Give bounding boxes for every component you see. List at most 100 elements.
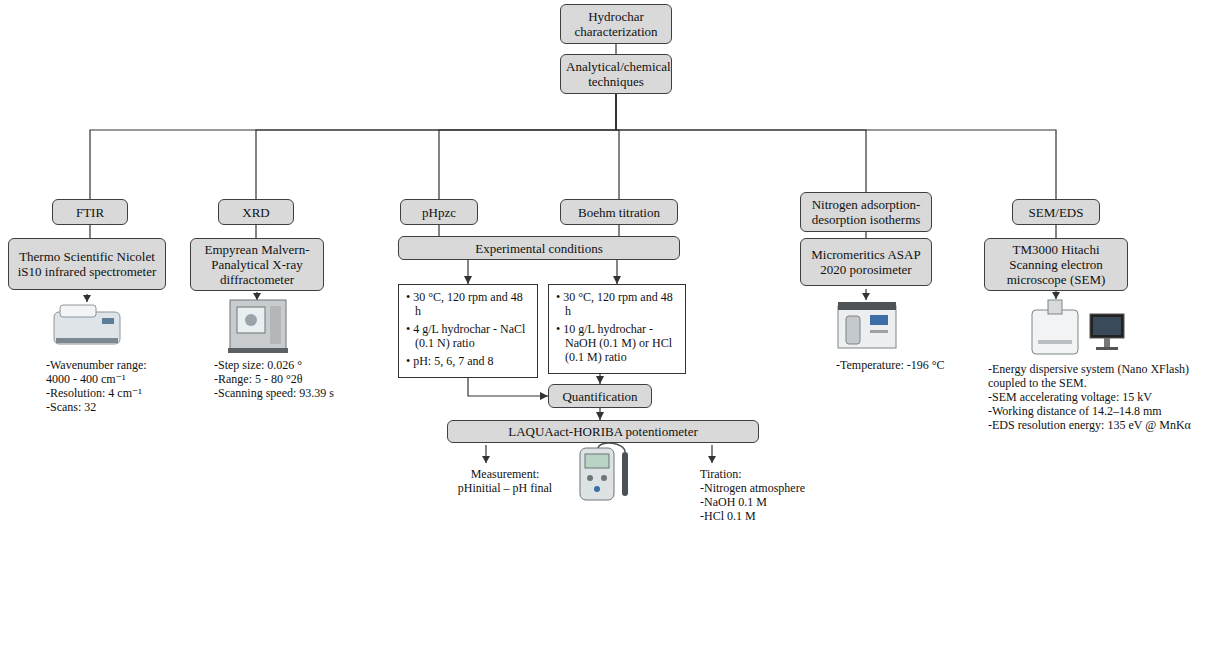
illustration-part <box>1090 314 1124 338</box>
node-text: • 4 g/L hydrochar - NaCl (0.1 N) ratio <box>415 322 531 350</box>
connector-line <box>467 260 468 284</box>
note-text: -SEM accelerating voltage: 15 kV <box>988 390 1204 404</box>
note-text: Tiration: <box>700 467 850 481</box>
node-text: • 30 °C, 120 rpm and 48 h <box>565 290 679 318</box>
microscope-icon <box>1032 300 1124 354</box>
process-box: Boehm titration <box>560 199 678 225</box>
process-box: FTIR <box>52 199 128 225</box>
process-box: pHpzc <box>400 199 478 225</box>
node-text: FTIR <box>58 205 122 220</box>
illustration-part <box>587 475 593 481</box>
node-text: Thermo Scientific Nicolet iS10 infrared … <box>14 249 160 279</box>
connector-line <box>618 225 619 236</box>
process-box: LAQUAact-HORIBA potentiometer <box>447 420 759 443</box>
connector-line <box>615 44 616 54</box>
illustration-part <box>838 306 896 348</box>
illustration-part <box>60 305 96 317</box>
connector-line <box>616 94 1056 199</box>
illustration-part <box>102 318 114 324</box>
illustration-part <box>237 307 265 333</box>
note-text: -Scanning speed: 93.39 s <box>214 386 348 400</box>
note-column: -Temperature: -196 °C <box>836 358 986 372</box>
node-text: LAQUAact-HORIBA potentiometer <box>453 424 753 439</box>
note-text: -Energy dispersive system (Nano XFlash) … <box>988 362 1204 390</box>
diffractometer-icon <box>228 300 288 353</box>
node-text: • pH: 5, 6, 7 and 8 <box>415 354 531 368</box>
process-box: Empyrean Malvern-Panalytical X-ray diffr… <box>190 238 324 291</box>
node-text: Micromeritics ASAP 2020 porosimeter <box>806 247 926 277</box>
illustration-part <box>270 306 281 344</box>
node-text: TM3000 Hitachi Scanning electron microsc… <box>990 242 1122 287</box>
porosimeter-icon <box>838 302 896 348</box>
node-text: pHpzc <box>406 205 472 220</box>
illustration-part <box>585 454 609 468</box>
node-text: Analytical/chemical techniques <box>566 59 666 89</box>
illustration-part <box>1032 310 1078 354</box>
note-text: -NaOH 0.1 M <box>700 495 850 509</box>
illustration-part <box>228 348 288 353</box>
node-text: Nitrogen adsorption-desorption isotherms <box>806 197 926 227</box>
spectrometer-icon <box>54 305 120 344</box>
note-column: Measurement:pHinitial – pH final <box>440 467 570 495</box>
illustration-part <box>1096 347 1118 350</box>
note-column: -Wavenumber range: 4000 - 400 cm⁻¹-Resol… <box>46 358 162 414</box>
note-text: -Wavenumber range: 4000 - 400 cm⁻¹ <box>46 358 162 386</box>
illustration-part <box>838 302 896 310</box>
illustration-part <box>601 475 607 481</box>
note-text: -HCl 0.1 M <box>700 509 850 523</box>
connector-line <box>1055 225 1056 238</box>
note-column: Tiration:-Nitrogen atmosphere-NaOH 0.1 M… <box>700 467 850 523</box>
node-text: Empyrean Malvern-Panalytical X-ray diffr… <box>196 242 318 287</box>
note-text: -Scans: 32 <box>46 400 162 414</box>
conditions-box: • 30 °C, 120 rpm and 48 h • 10 g/L hydroc… <box>548 284 686 374</box>
connector-line <box>468 378 548 396</box>
potentiometer-icon <box>580 443 628 500</box>
note-text: -Range: 5 - 80 °2θ <box>214 372 348 386</box>
node-text: Hydrochar characterization <box>566 9 666 39</box>
illustration-part <box>56 338 118 343</box>
connector-line <box>90 94 616 199</box>
connector-line <box>599 374 600 384</box>
node-text: SEM/EDS <box>1018 205 1094 220</box>
node-text: • 10 g/L hydrochar - NaOH (0.1 M) or HCl… <box>565 322 679 364</box>
node-text: XRD <box>224 205 288 220</box>
process-box: Experimental conditions <box>398 236 680 260</box>
connector-line <box>616 94 866 192</box>
process-box: TM3000 Hitachi Scanning electron microsc… <box>984 238 1128 291</box>
illustration-part <box>1093 317 1121 335</box>
note-text: -Resolution: 4 cm⁻¹ <box>46 386 162 400</box>
illustration-part <box>711 445 712 463</box>
connector-line <box>616 260 617 284</box>
illustration-part <box>245 314 257 326</box>
note-column: -Step size: 0.026 °-Range: 5 - 80 °2θ-Sc… <box>214 358 348 400</box>
process-box: Thermo Scientific Nicolet iS10 infrared … <box>8 238 166 290</box>
note-column: -Energy dispersive system (Nano XFlash) … <box>988 362 1204 432</box>
note-text: -Temperature: -196 °C <box>836 358 986 372</box>
process-box: Nitrogen adsorption-desorption isotherms <box>800 192 932 232</box>
note-text: Measurement: <box>440 467 570 481</box>
note-text: -Working distance of 14.2–14.8 mm <box>988 404 1204 418</box>
connector-line <box>599 408 600 420</box>
illustration-part <box>594 486 600 492</box>
illustration-part <box>846 316 860 344</box>
illustration-part <box>86 294 87 302</box>
process-box: Micromeritics ASAP 2020 porosimeter <box>800 238 932 286</box>
connector-line <box>89 225 90 238</box>
conditions-box: • 30 °C, 120 rpm and 48 h• 4 g/L hydroch… <box>398 284 538 378</box>
connector-line <box>438 225 439 236</box>
process-box: Quantification <box>548 384 652 408</box>
illustration-part <box>870 315 888 325</box>
illustration-part <box>580 448 614 500</box>
illustration-part <box>1038 340 1072 344</box>
illustration-part <box>485 445 486 463</box>
illustration-part <box>230 300 286 350</box>
process-box: XRD <box>218 199 294 225</box>
note-text: -EDS resolution energy: 135 eV @ MnKα <box>988 418 1204 432</box>
illustration-part <box>256 292 257 300</box>
node-text: Quantification <box>554 389 646 404</box>
process-box: SEM/EDS <box>1012 199 1100 225</box>
node-text: Boehm titration <box>566 205 672 220</box>
connector-line <box>255 225 256 238</box>
note-text: -Step size: 0.026 ° <box>214 358 348 372</box>
